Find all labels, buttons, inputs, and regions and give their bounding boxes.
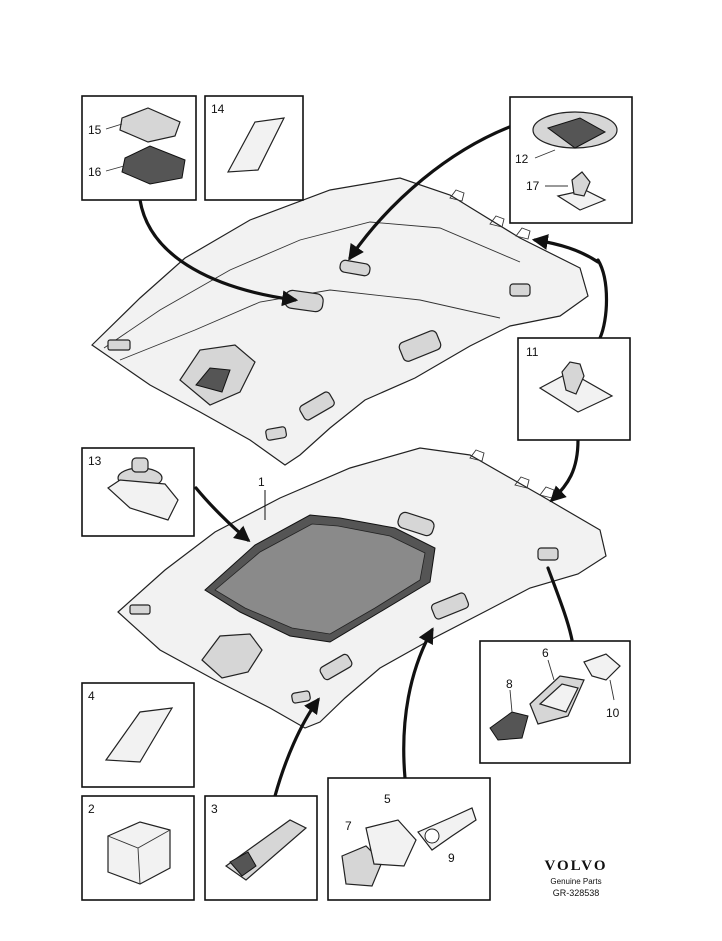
box-15-16 — [81, 95, 197, 201]
callout-4: 4 — [88, 689, 95, 703]
box-2 — [81, 795, 195, 901]
brand-subtitle: Genuine Parts — [550, 877, 602, 886]
diagram-code: GR-328538 — [552, 888, 600, 898]
callout-labels: 1 2 3 4 5 6 7 8 9 10 11 12 13 14 15 16 1… — [88, 102, 620, 865]
headliner-upper — [91, 177, 589, 466]
box-4 — [81, 682, 195, 788]
callout-11: 11 — [526, 345, 539, 359]
leader-lines — [138, 124, 609, 798]
callout-5: 5 — [384, 792, 391, 806]
callout-8: 8 — [506, 677, 513, 691]
callout-14: 14 — [211, 102, 225, 116]
box-11 — [517, 337, 631, 441]
callout-15: 15 — [88, 123, 102, 137]
box-13 — [81, 447, 195, 537]
callout-10: 10 — [606, 706, 620, 720]
callout-16: 16 — [88, 165, 102, 179]
callout-13: 13 — [88, 454, 102, 468]
callout-2: 2 — [88, 802, 95, 816]
headliner-lower — [117, 447, 607, 729]
box-3 — [204, 795, 318, 901]
callout-6: 6 — [542, 646, 549, 660]
volvo-logo: VOLVO — [544, 858, 608, 874]
brand-block: VOLVO Genuine Parts GR-328538 — [538, 858, 614, 898]
box-12-17 — [509, 96, 633, 224]
callout-12: 12 — [515, 152, 529, 166]
box-5-7-9 — [327, 777, 491, 901]
callout-7: 7 — [345, 819, 352, 833]
callout-3: 3 — [211, 802, 218, 816]
box-14 — [204, 95, 304, 201]
callout-17: 17 — [526, 179, 540, 193]
callout-9: 9 — [448, 851, 455, 865]
callout-1: 1 — [258, 475, 265, 489]
box-6-8-10 — [479, 640, 631, 764]
